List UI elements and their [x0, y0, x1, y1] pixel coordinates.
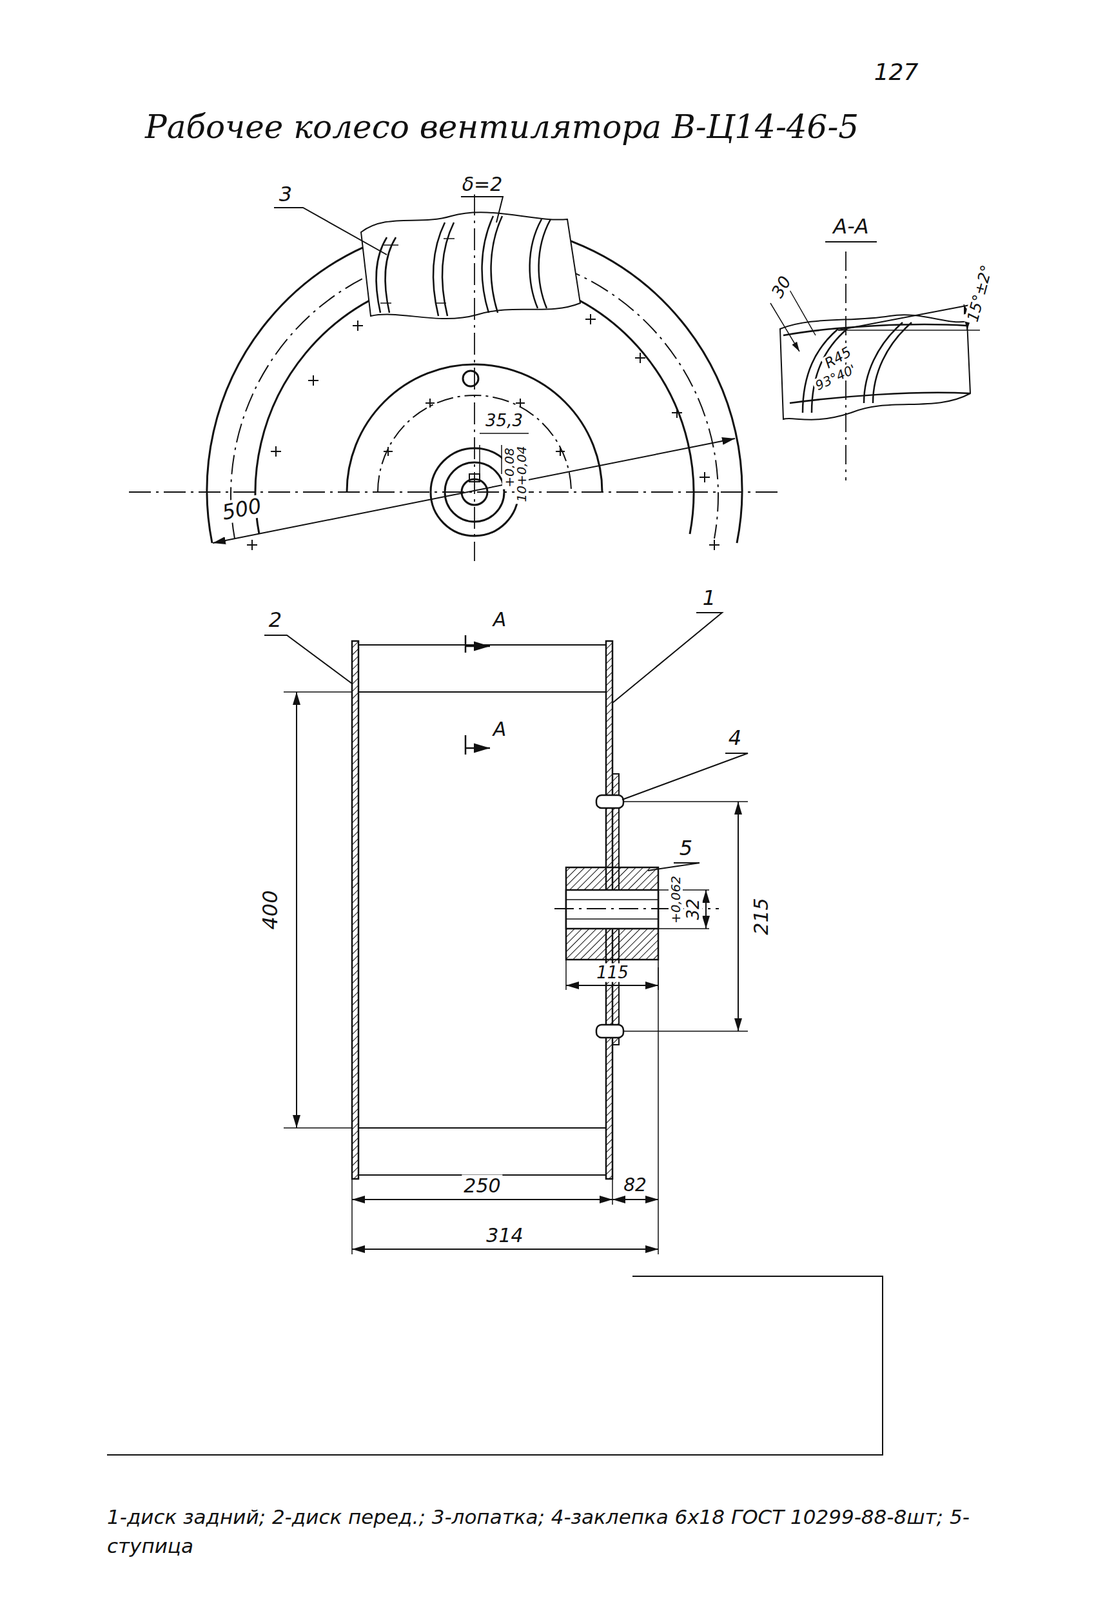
callout-number: 5: [677, 836, 695, 860]
tolerance: +0,062: [668, 873, 683, 926]
parts-list-caption: 1-диск задний; 2-диск перед.; 3-лопатка;…: [107, 1502, 1036, 1561]
callout-number: 3: [277, 183, 294, 206]
section-marker: A: [491, 608, 509, 630]
page-number: 127: [872, 59, 921, 86]
callout-number: 2: [266, 608, 284, 632]
dimension: 314: [484, 1224, 525, 1246]
dimension: 250: [461, 1174, 503, 1196]
dimension: 10+0,04: [514, 444, 529, 505]
dimension: 35,3: [483, 411, 525, 431]
drawing-title: Рабочее колесо вентилятора В-Ц14-46-5: [145, 109, 859, 146]
section-label: A-A: [831, 215, 871, 238]
dimension: 400: [259, 887, 282, 931]
dimension: 500: [218, 493, 266, 525]
section-marker: A: [491, 718, 509, 740]
callout-number: 1: [700, 586, 718, 610]
dimension: 82: [621, 1175, 649, 1196]
callout-number: 4: [726, 726, 744, 750]
dimension: 215: [750, 895, 772, 937]
thickness-note: δ=2: [460, 173, 505, 195]
dimension: 115: [594, 963, 631, 982]
angle-dimension: 15°±2°: [963, 261, 997, 325]
dimension: 30: [767, 271, 796, 303]
dimension: 32: [684, 896, 703, 922]
